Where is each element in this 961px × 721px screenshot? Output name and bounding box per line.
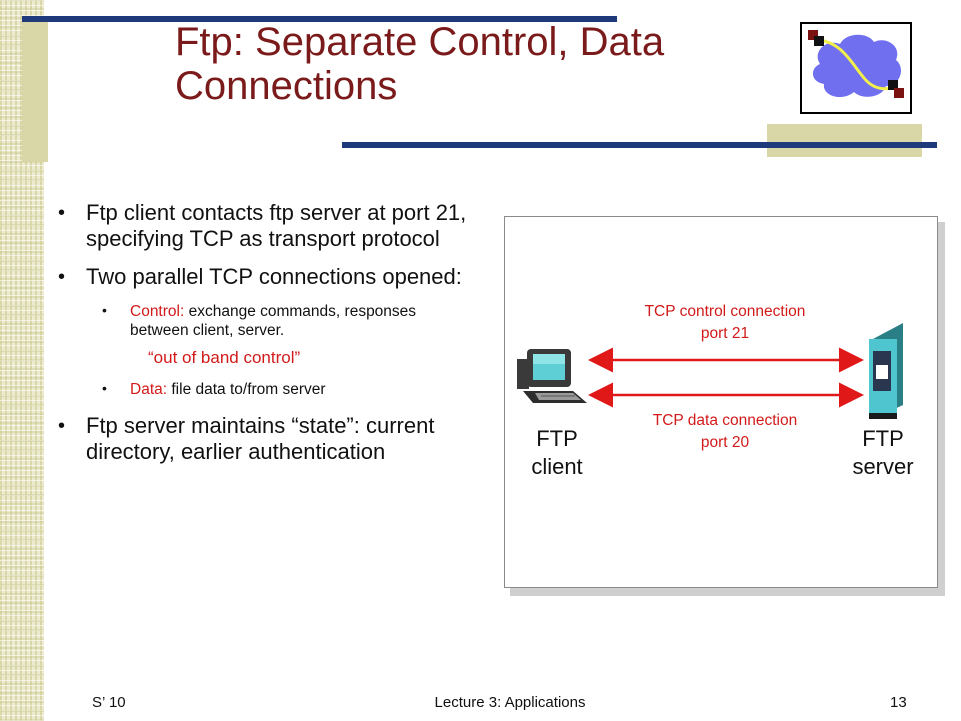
footer-left: S’ 10	[92, 694, 126, 711]
decorative-khaki-block-bottom	[767, 124, 922, 157]
computer-icon	[513, 343, 593, 412]
bullet-marker: •	[58, 266, 66, 288]
footer-center: Lecture 3: Applications	[434, 694, 586, 711]
bullet-marker: •	[58, 202, 66, 224]
control-connection-label-line2: port 21	[700, 325, 750, 342]
decorative-khaki-block-top	[22, 22, 48, 162]
sub-bullet-label: Data:	[130, 381, 168, 398]
data-connection-label: TCP data connection port 20	[595, 410, 855, 454]
bullet-text: Ftp client contacts ftp server at port 2…	[86, 200, 467, 251]
data-connection-label-line2: port 20	[700, 434, 750, 451]
bullet-marker: •	[102, 380, 107, 396]
slide-title-line1: Ftp: Separate Control, Data	[175, 20, 665, 64]
decorative-title-underline-bar	[342, 142, 937, 148]
slide-title: Ftp: Separate Control, Data Connections	[175, 20, 775, 108]
slide-title-line2: Connections	[175, 64, 398, 108]
bullet-marker: •	[58, 415, 66, 437]
ftp-server-label-line2: server	[852, 454, 914, 479]
quote-text: “out of band control”	[148, 348, 301, 367]
data-connection-label-line1: TCP data connection	[652, 412, 798, 429]
sub-bullet-text: exchange commands, responses between cli…	[130, 303, 417, 339]
control-connection-label-line1: TCP control connection	[644, 303, 806, 320]
bullet-item: • Ftp client contacts ftp server at port…	[58, 200, 478, 252]
ftp-client-label: FTP client	[509, 425, 605, 481]
diagram-panel: TCP control connection port 21 TCP data …	[504, 216, 938, 588]
control-connection-label: TCP control connection port 21	[595, 301, 855, 345]
sub-bullet-label: Control:	[130, 303, 185, 320]
sub-bullet-item: • Control: exchange commands, responses …	[102, 302, 478, 340]
server-icon	[865, 321, 911, 426]
bullet-item: • Two parallel TCP connections opened:	[58, 264, 478, 290]
ftp-client-label-line1: FTP	[536, 426, 578, 451]
slide-number: 13	[890, 694, 907, 711]
connection-arrows	[588, 347, 864, 408]
ftp-client-label-line2: client	[531, 454, 583, 479]
bullet-text: Ftp server maintains “state”: current di…	[86, 413, 435, 464]
decorative-top-bar	[22, 16, 617, 22]
sub-bullet-text: file data to/from server	[167, 381, 326, 398]
bullet-text: Two parallel TCP connections opened:	[86, 264, 462, 289]
bullet-item: • Ftp server maintains “state”: current …	[58, 413, 478, 465]
network-cloud-logo-icon	[800, 22, 912, 114]
ftp-server-label-line1: FTP	[862, 426, 904, 451]
bullet-list: • Ftp client contacts ftp server at port…	[58, 200, 478, 477]
ftp-server-label: FTP server	[835, 425, 931, 481]
sub-bullet-item: • Data: file data to/from server	[102, 380, 478, 399]
bullet-marker: •	[102, 302, 107, 318]
